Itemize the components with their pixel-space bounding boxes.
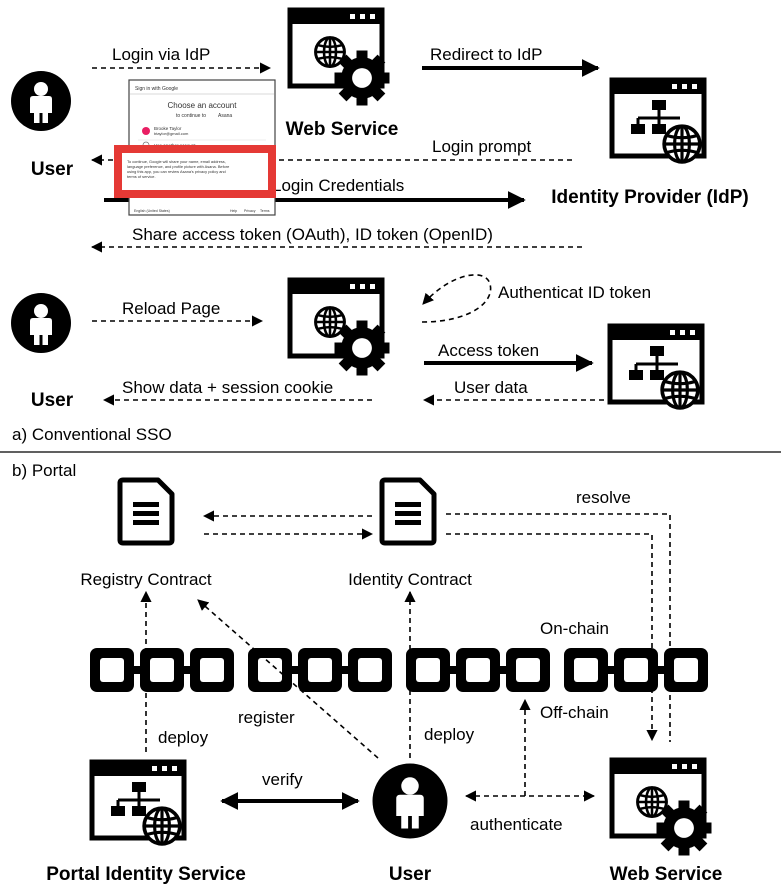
account-email: btaylor@gmail.com: [154, 131, 189, 136]
deploy-right-label: deploy: [424, 725, 475, 744]
google-dialog-title: Choose an account: [168, 101, 238, 110]
register-arrow: [197, 599, 379, 759]
footer-terms-link[interactable]: Terms: [260, 209, 270, 213]
user-icon-2: [11, 293, 71, 353]
google-dialog-app: Asana: [218, 113, 232, 119]
identity-contract-label: Identity Contract: [348, 570, 472, 589]
web-service-icon: [290, 10, 390, 106]
off-chain-label: Off-chain: [540, 703, 609, 722]
google-dialog-header: Sign in with Google: [135, 86, 178, 92]
chain-block-2: [248, 648, 392, 692]
chain-block-3: [406, 648, 550, 692]
chain-block-1: [90, 648, 234, 692]
identity-provider-icon: [612, 80, 704, 162]
register-label: register: [238, 708, 295, 727]
deploy-left-label: deploy: [158, 728, 209, 747]
privacy-notice-highlight: [114, 145, 276, 198]
registry-contract-label: Registry Contract: [80, 570, 212, 589]
user-label-2: User: [31, 390, 74, 411]
portal-identity-service-icon: [92, 762, 184, 844]
conventional-sso-caption: a) Conventional SSO: [12, 425, 172, 444]
portal-web-service-icon: [612, 760, 712, 856]
verify-label: verify: [262, 770, 303, 789]
notice-line-1: To continue, Google will share your name…: [127, 159, 226, 164]
notice-line-4[interactable]: terms of service.: [127, 174, 156, 179]
account-avatar: [142, 127, 150, 135]
footer-privacy-link[interactable]: Privacy: [244, 209, 256, 213]
chain-block-4: [564, 648, 708, 692]
on-chain-label: On-chain: [540, 619, 609, 638]
blockchain: [90, 648, 708, 692]
web-service-label: Web Service: [286, 119, 399, 140]
reload-page-label: Reload Page: [122, 299, 220, 318]
identity-contract-icon: [382, 480, 434, 543]
registry-contract-icon: [120, 480, 172, 543]
share-tokens-label: Share access token (OAuth), ID token (Op…: [132, 225, 493, 244]
notice-line-3: using this app, you can review Asana's p…: [127, 169, 226, 174]
show-data-label: Show data + session cookie: [122, 378, 333, 397]
login-credentials-label: Login Credentials: [272, 176, 404, 195]
login-via-idp-label: Login via IdP: [112, 45, 210, 64]
user-label: User: [31, 159, 74, 180]
portal-identity-service-label: Portal Identity Service: [46, 864, 246, 885]
resolve-path-outer: [446, 513, 671, 742]
portal-web-service-label: Web Service: [610, 864, 723, 885]
identity-provider-label: Identity Provider (IdP): [551, 187, 748, 208]
web-service-icon-2: [290, 280, 390, 376]
google-dialog-subtitle: to continue to: [176, 113, 206, 119]
access-token-label: Access token: [438, 341, 539, 360]
user-icon: [11, 71, 71, 131]
language-select[interactable]: English (United States): [134, 209, 170, 213]
notice-line-2: language preference, and profile picture…: [127, 164, 229, 169]
portal-caption: b) Portal: [12, 461, 76, 480]
user-data-label: User data: [454, 378, 528, 397]
identity-provider-icon-2: [610, 326, 702, 408]
login-prompt-label: Login prompt: [432, 137, 532, 156]
footer-help-link[interactable]: Help: [230, 209, 237, 213]
redirect-to-idp-label: Redirect to IdP: [430, 45, 542, 64]
portal-user-icon: [372, 763, 448, 839]
authenticate-label: authenticate: [470, 815, 563, 834]
resolve-label: resolve: [576, 488, 631, 507]
authenticate-id-token-label: Authenticat ID token: [498, 283, 651, 302]
google-sign-in-screenshot: Sign in with Google Choose an account to…: [114, 79, 276, 216]
account-name[interactable]: Brooke Taylor: [154, 126, 182, 131]
portal-user-label: User: [389, 864, 432, 885]
authenticate-id-token-arrow: [421, 274, 492, 323]
